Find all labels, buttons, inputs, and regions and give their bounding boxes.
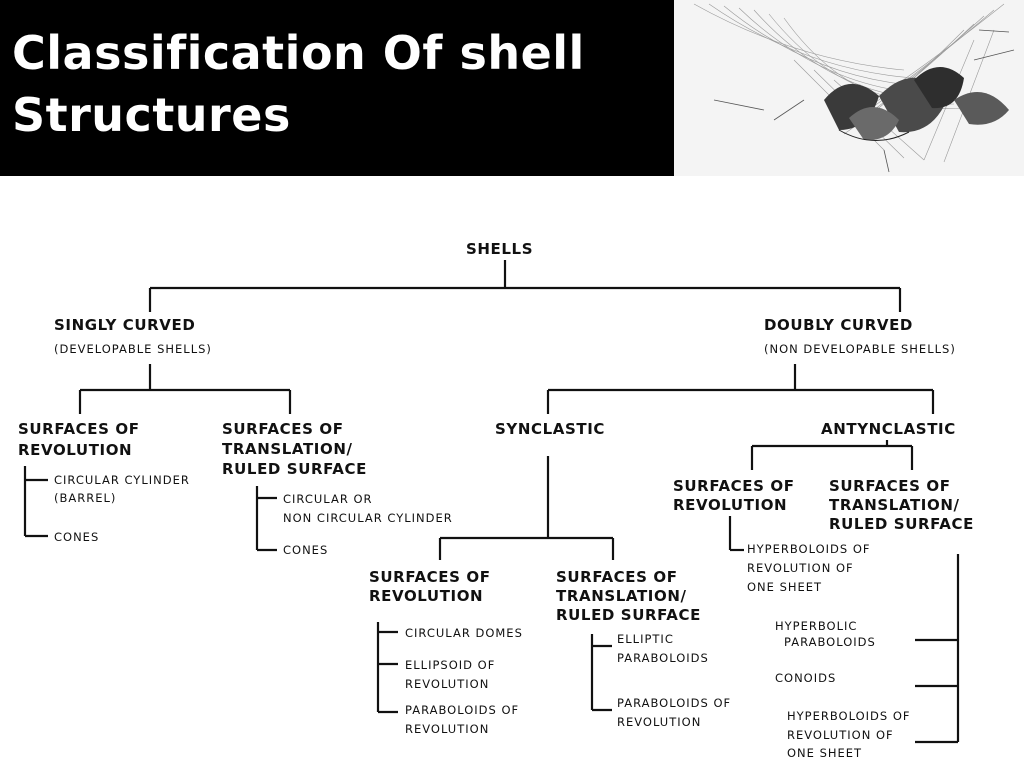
leaf-ellipsoid-of: ELLIPSOID OF [405, 658, 495, 672]
slide-title-line-2: Structures [12, 88, 291, 142]
leaf-hyperbolic: HYPERBOLIC [775, 619, 857, 633]
node-singly-translation-line-3: RULED SURFACE [222, 460, 367, 478]
node-singly-revolution-line-2: REVOLUTION [18, 441, 132, 459]
leaf-cones-translation: CONES [283, 543, 328, 557]
leaf-hyperbolic-paraboloids: PARABOLOIDS [784, 635, 876, 649]
leaf-barrel: (BARREL) [54, 491, 116, 505]
node-anticlastic-revolution-line-2: REVOLUTION [673, 496, 787, 514]
node-singly-curved-subtitle: (DEVELOPABLE SHELLS) [54, 342, 212, 356]
leaf-hyperboloids-revolution-of: REVOLUTION OF [747, 561, 854, 575]
node-anticlastic-revolution-line-1: SURFACES OF [673, 477, 795, 495]
node-singly-translation-line-2: TRANSLATION/ [222, 440, 353, 458]
leaf-non-circular-cylinder: NON CIRCULAR CYLINDER [283, 511, 453, 525]
node-synclastic-translation-line-2: TRANSLATION/ [556, 587, 687, 605]
connector-lines [23, 260, 960, 744]
shell-structure-photo [674, 0, 1024, 176]
node-singly-curved: SINGLY CURVED [54, 316, 195, 334]
node-anticlastic: ANTYNCLASTIC [821, 420, 956, 438]
leaf-paraboloids-revolution: REVOLUTION [405, 722, 489, 736]
node-singly-translation-line-1: SURFACES OF [222, 420, 344, 438]
node-singly-revolution-line-1: SURFACES OF [18, 420, 140, 438]
leaf-hyperboloids-revolution-of-translation: REVOLUTION OF [787, 728, 894, 742]
node-anticlastic-translation-line-3: RULED SURFACE [829, 515, 974, 533]
node-doubly-curved: DOUBLY CURVED [764, 316, 913, 334]
node-synclastic-translation-line-1: SURFACES OF [556, 568, 678, 586]
leaf-paraboloids-revolution-translation: REVOLUTION [617, 715, 701, 729]
leaf-circular-cylinder: CIRCULAR CYLINDER [54, 473, 190, 487]
leaf-paraboloids-of: PARABOLOIDS OF [405, 703, 519, 717]
leaf-hyperboloids-one-sheet: ONE SHEET [747, 580, 822, 594]
classification-tree: SHELLS SINGLY CURVED (DEVELOPABLE SHELLS… [18, 240, 974, 760]
leaf-circular-domes: CIRCULAR DOMES [405, 626, 523, 640]
leaf-ellipsoid-revolution: REVOLUTION [405, 677, 489, 691]
leaf-elliptic: ELLIPTIC [617, 632, 674, 646]
leaf-paraboloids-of-translation: PARABOLOIDS OF [617, 696, 731, 710]
node-synclastic-translation-line-3: RULED SURFACE [556, 606, 701, 624]
leaf-hyperboloids-one-sheet-translation: ONE SHEET [787, 746, 862, 760]
node-doubly-curved-subtitle: (NON DEVELOPABLE SHELLS) [764, 342, 956, 356]
shell-structure-illustration [674, 0, 1024, 176]
node-synclastic-revolution-line-1: SURFACES OF [369, 568, 491, 586]
node-anticlastic-translation-line-1: SURFACES OF [829, 477, 951, 495]
leaf-hyperboloids-of-translation: HYPERBOLOIDS OF [787, 709, 911, 723]
node-shells: SHELLS [466, 240, 533, 258]
leaf-elliptic-paraboloids: PARABOLOIDS [617, 651, 709, 665]
leaf-conoids: CONOIDS [775, 671, 836, 685]
leaf-cones-revolution: CONES [54, 530, 99, 544]
slide-title: Classification Of shell Structures [12, 22, 652, 146]
node-synclastic: SYNCLASTIC [495, 420, 605, 438]
leaf-circular-or: CIRCULAR OR [283, 492, 373, 506]
node-anticlastic-translation-line-2: TRANSLATION/ [829, 496, 960, 514]
node-synclastic-revolution-line-2: REVOLUTION [369, 587, 483, 605]
title-bar: Classification Of shell Structures [0, 0, 1024, 176]
slide-title-line-1: Classification Of shell [12, 26, 585, 80]
leaf-hyperboloids-of: HYPERBOLOIDS OF [747, 542, 871, 556]
